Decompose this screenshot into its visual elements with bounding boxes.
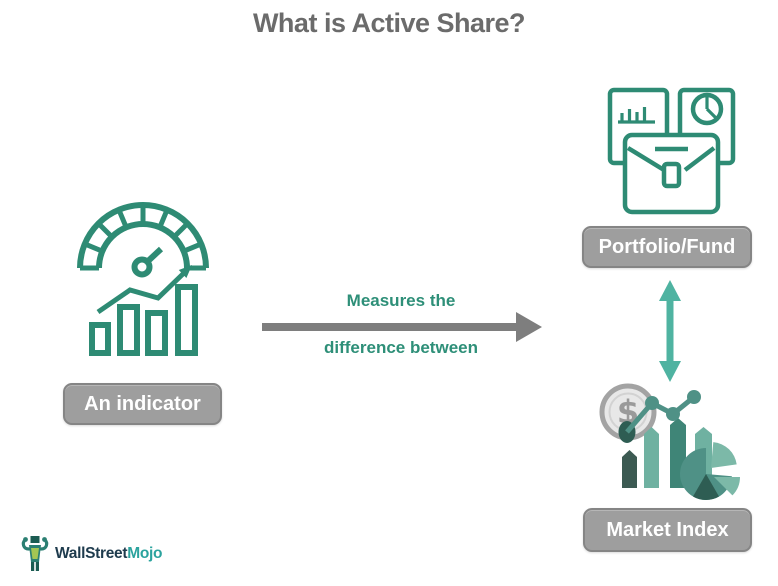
wallstreetmojo-logo: WallStreetMojo <box>20 534 163 574</box>
market-index-icon: $ <box>599 383 740 500</box>
gauge-bar-chart-icon <box>77 202 209 356</box>
double-vertical-arrow-icon <box>659 280 681 382</box>
portfolio-fund-label: Portfolio/Fund <box>582 226 752 268</box>
logo-text: WallStreetMojo <box>55 545 163 563</box>
measures-text-top: Measures the <box>346 291 456 310</box>
logo-text-wallstreet: WallStreet <box>55 545 128 562</box>
page-title: What is Active Share? <box>252 8 526 38</box>
measures-text-bottom: difference between <box>324 338 478 357</box>
wallstreetmojo-bull-icon <box>21 536 49 571</box>
right-arrow-icon <box>262 312 542 342</box>
market-index-label: Market Index <box>583 508 752 552</box>
portfolio-briefcase-icon <box>607 87 736 215</box>
an-indicator-label: An indicator <box>63 383 222 425</box>
logo-text-mojo: Mojo <box>127 545 163 562</box>
